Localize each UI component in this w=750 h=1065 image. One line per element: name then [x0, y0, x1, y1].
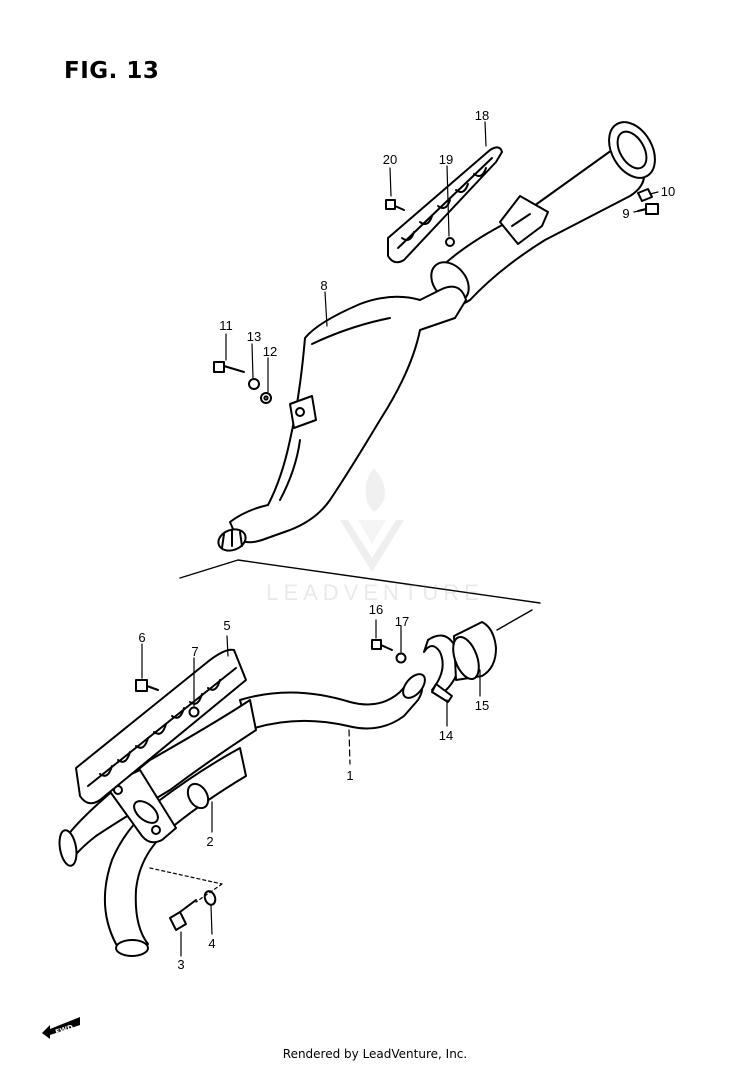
bolt-3	[169, 899, 197, 931]
callout-8: 8	[320, 278, 327, 293]
clamp-part	[423, 634, 460, 703]
nut-10	[637, 188, 653, 202]
callout-1: 1	[346, 768, 353, 783]
figure-title: FIG. 13	[64, 58, 160, 84]
sleeve-part	[452, 621, 497, 681]
nut-7	[188, 706, 200, 718]
callout-18: 18	[475, 108, 489, 123]
callout-6: 6	[138, 630, 145, 645]
callout-12: 12	[263, 344, 277, 359]
chamber-part	[217, 285, 467, 552]
washer-13	[248, 378, 260, 390]
washer-12	[260, 392, 272, 404]
callout-10: 10	[661, 184, 675, 199]
callout-9: 9	[622, 206, 629, 221]
callout-5: 5	[223, 618, 230, 633]
upper-heat-shield-part	[387, 146, 503, 264]
nut-19	[445, 237, 455, 247]
bolt-20	[385, 199, 405, 211]
callout-4: 4	[208, 936, 215, 951]
footer-credit: Rendered by LeadVenture, Inc.	[282, 1047, 468, 1061]
fwd-arrow-icon: FWD	[42, 1017, 80, 1039]
callout-2: 2	[206, 834, 213, 849]
lower-heat-shield-part	[75, 648, 247, 805]
callout-16: 16	[369, 602, 383, 617]
exhaust-pipe-part	[58, 673, 426, 957]
bolt-11	[213, 361, 245, 373]
callout-19: 19	[439, 152, 453, 167]
bolt-6	[135, 679, 159, 692]
callout-17: 17	[395, 614, 409, 629]
fwd-label: FWD	[54, 1023, 74, 1036]
callout-11: 11	[219, 318, 233, 333]
callout-7: 7	[191, 644, 198, 659]
bolt-16	[371, 639, 393, 651]
bolt-9	[637, 203, 659, 215]
callout-15: 15	[475, 698, 489, 713]
callout-20: 20	[383, 152, 397, 167]
callout-3: 3	[177, 957, 184, 972]
callout-13: 13	[247, 329, 261, 344]
nut-17	[395, 652, 407, 664]
callout-14: 14	[439, 728, 453, 743]
